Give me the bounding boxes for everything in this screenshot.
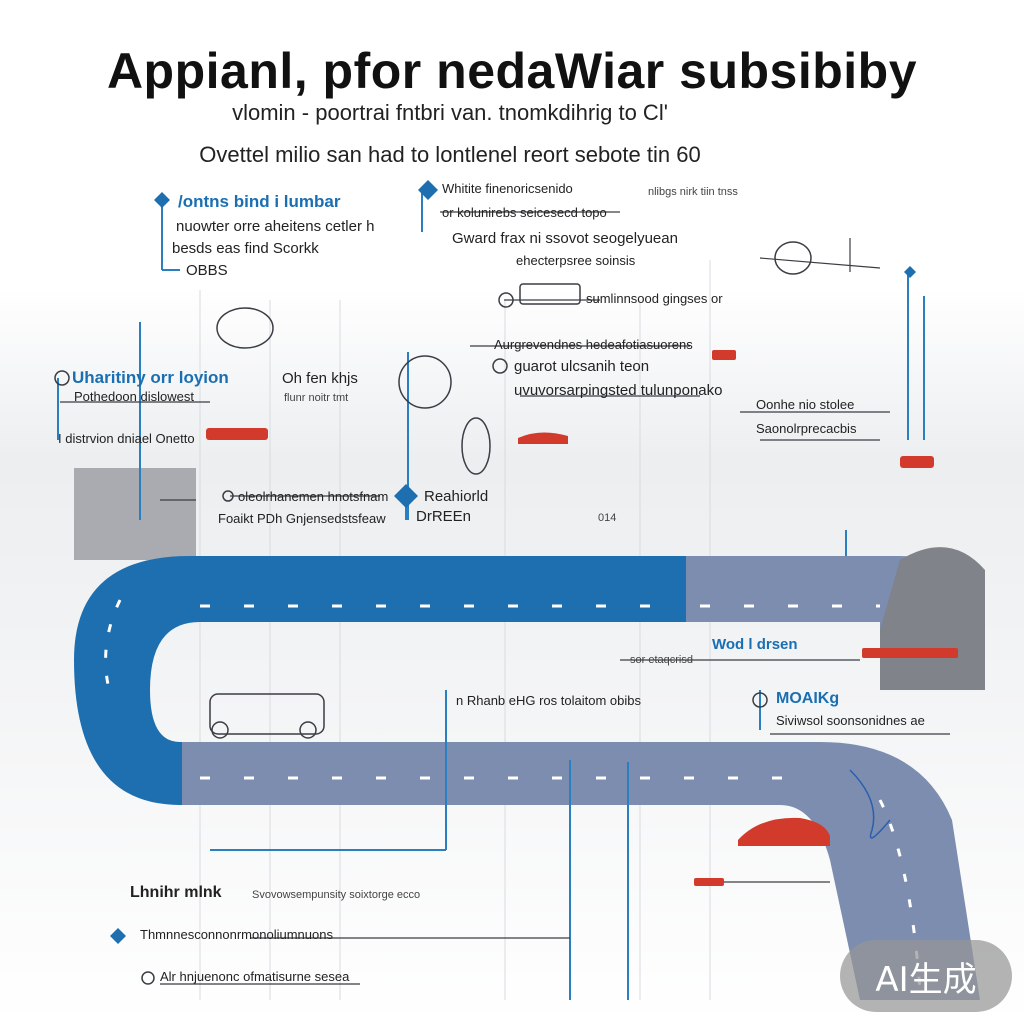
top-center-line-2: Gward frax ni ssovot seogelyuean xyxy=(452,230,678,247)
lane-marks xyxy=(200,604,880,780)
grid-lines xyxy=(199,260,711,1000)
mid-left-heading: Uharitiny orr loyion xyxy=(72,368,229,387)
van-wheel-icon-1 xyxy=(211,721,229,739)
ai-generated-badge: AI生成 xyxy=(840,940,1012,1012)
right-heading: Oonhe nio stolee xyxy=(756,397,855,412)
mid-left-line-1: Pothedoon dislowest xyxy=(74,389,194,404)
diamond-marker-5 xyxy=(904,266,916,278)
radio-icon-2 xyxy=(222,490,234,502)
lower-center-small: 014 xyxy=(598,512,617,524)
road-lower-right-heading: MOAIKg xyxy=(776,690,840,707)
mid-top-line: flunr noitr tmt xyxy=(284,392,349,404)
road-right-small: sor etaqcrisd xyxy=(630,654,693,666)
radio-icon-5 xyxy=(752,692,768,708)
helmet-icon-2 xyxy=(398,355,452,409)
top-left-line-2: besds eas find Scorkk xyxy=(172,240,319,257)
van-icon xyxy=(209,693,325,735)
top-center-heading: Whitite finenoricsenido xyxy=(442,181,573,196)
red-bar-2 xyxy=(694,878,724,886)
wheel-icon-1 xyxy=(461,417,491,475)
route-scribble xyxy=(849,769,891,839)
mid-left-line-2: I distrvion dniael Onetto xyxy=(58,431,195,446)
subtitle-line-2: Ovettel milio san had to lontlenel reort… xyxy=(199,142,701,167)
road-lower-right-line: Siviwsol soonsonidnes ae xyxy=(776,713,925,728)
wheel-icon-2 xyxy=(774,241,812,275)
top-right-small: nlibgs nirk tiin tnss xyxy=(648,186,738,198)
truck-wheel-icon xyxy=(498,292,514,308)
bottom-3-line: Alr hnjuenonc ofmatisurne sesea xyxy=(160,969,350,984)
red-car-1 xyxy=(518,432,568,444)
top-center-line-3: ehecterpsree soinsis xyxy=(516,253,636,268)
road-lower-mid: n Rhanb eHG ros tolaitom obibs xyxy=(456,693,641,708)
lane-marks-curve xyxy=(104,599,922,991)
diamond-marker-3 xyxy=(394,484,418,508)
lower-left-line-1: oleolrhanemen hnotsfnam xyxy=(238,489,389,504)
top-center-line-4: sumlinnsood gingses or xyxy=(586,291,723,306)
red-bar-4 xyxy=(712,350,736,360)
road-upper-blue xyxy=(74,556,686,805)
red-bar-5 xyxy=(900,456,934,468)
right-line: Saonolrprecacbis xyxy=(756,421,857,436)
bottom-1-heading: Lhnihr mlnk xyxy=(130,884,222,901)
mid-center-line-1: Aurgrevendnes hedeafotiasuorens xyxy=(494,337,693,352)
mid-center-line-2: guarot ulcsanih teon xyxy=(514,358,650,375)
page-title: Appianl, pfor nedaWiar subsibiby xyxy=(106,43,918,99)
lower-center-line: DrREEn xyxy=(416,508,472,525)
diamond-markers xyxy=(110,180,916,944)
road-right-label: Wod l drsen xyxy=(712,636,798,653)
subtitle-line-1: vlomin - poortrai fntbri van. tnomkdihri… xyxy=(232,100,668,125)
diamond-marker-1 xyxy=(154,192,170,208)
top-center-line-1: or kolunirebs seicesecd topo xyxy=(442,205,607,220)
red-bar-3 xyxy=(862,648,958,658)
bottom-2-line: Thmnnesconnonrmonoliumnuons xyxy=(140,927,333,942)
radio-icon-3 xyxy=(141,971,155,985)
radio-icon-4 xyxy=(54,370,70,386)
top-left-line-1: nuowter orre aheitens cetler h xyxy=(176,218,375,235)
small-icons xyxy=(54,241,812,985)
top-left-heading: /ontns bind i lumbar xyxy=(178,192,341,211)
mid-top-heading: Oh fen khjs xyxy=(282,370,358,387)
truck-icon xyxy=(519,283,581,305)
bottom-1-line: Svovowsempunsity soixtorge ecco xyxy=(252,889,421,901)
radio-icon-1 xyxy=(492,358,508,374)
mid-center-line-3: uvuvorsarpingsted tulunponako xyxy=(514,382,723,399)
lower-left-line-2: Foaikt PDh Gnjensedstsfeaw xyxy=(218,511,386,526)
diamond-marker-4 xyxy=(110,928,126,944)
left-block xyxy=(74,468,196,560)
lower-center-heading: Reahiorld xyxy=(424,488,489,505)
diamond-marker-2 xyxy=(418,180,438,200)
top-left-line-3: OBBS xyxy=(186,262,228,279)
red-bar-1 xyxy=(206,428,268,440)
helmet-icon-1 xyxy=(216,307,274,349)
leader-lines xyxy=(60,211,950,985)
red-car-2 xyxy=(738,817,830,846)
red-accents xyxy=(206,350,958,886)
van-wheel-icon-2 xyxy=(299,721,317,739)
